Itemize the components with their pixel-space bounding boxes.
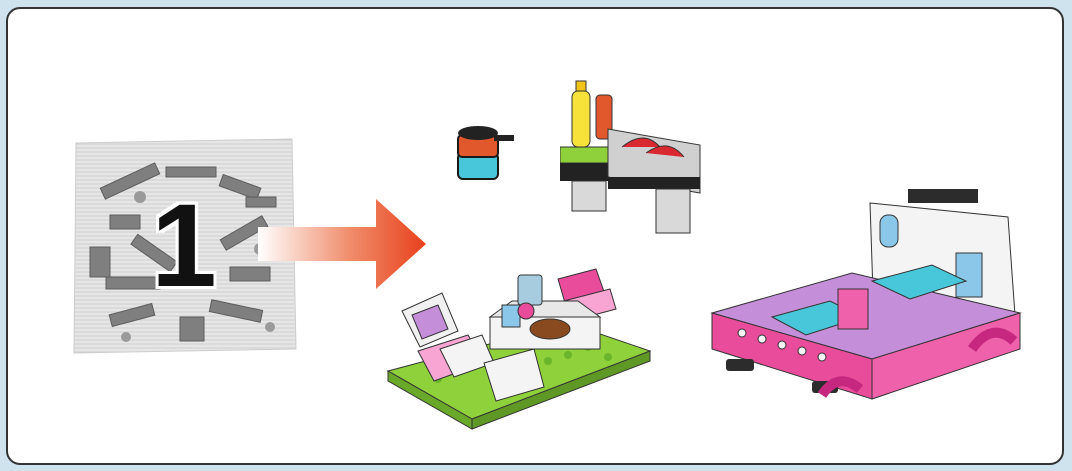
instruction-panel: 1 [6,7,1064,465]
bbq-grill-icon [560,77,710,239]
cooking-pot-icon [448,117,520,187]
picnic-set-icon [378,259,658,431]
camper-car-icon [702,181,1032,429]
